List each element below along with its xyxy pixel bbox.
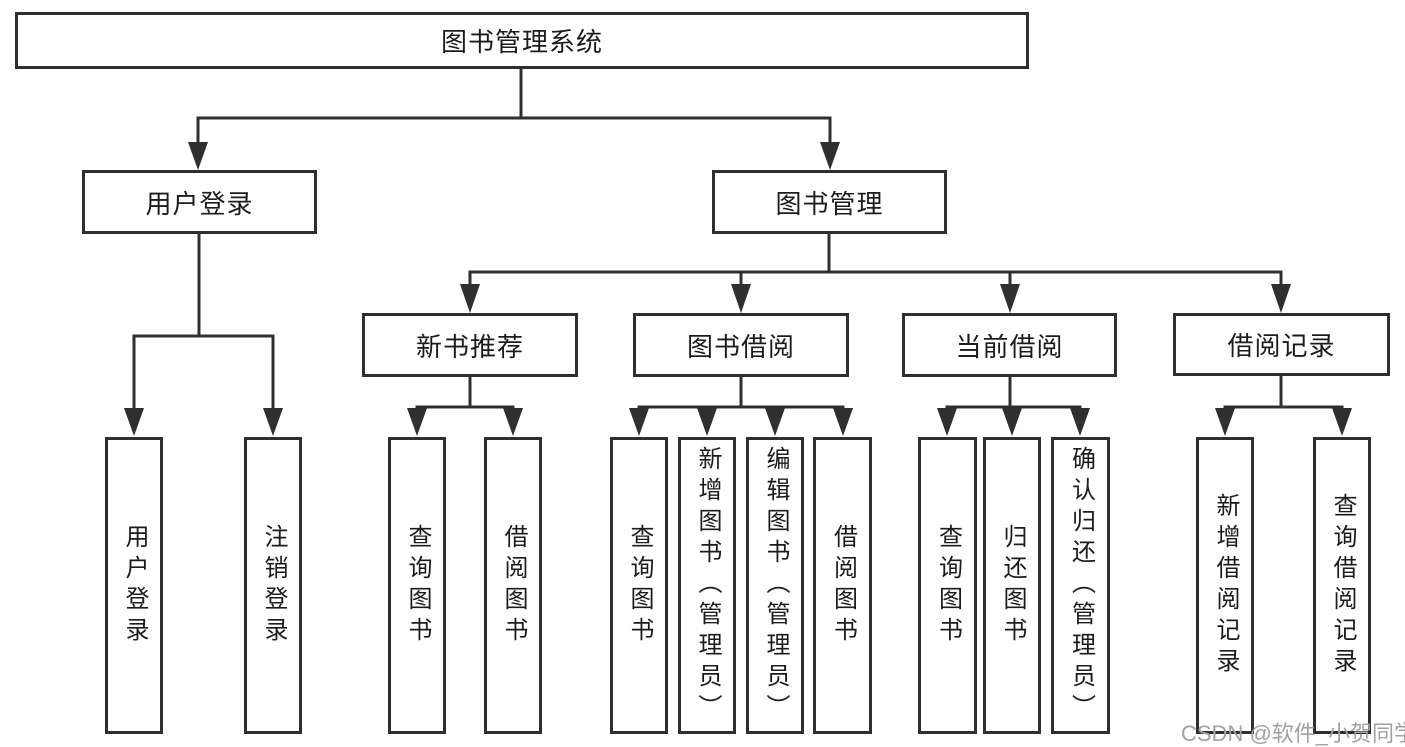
node-new-book-recommend: 新书推荐 bbox=[362, 313, 578, 377]
leaf-confirm-return-admin: 确认归还（管理员） bbox=[1051, 437, 1110, 734]
node-book-borrow: 图书借阅 bbox=[633, 313, 849, 377]
node-current-borrow: 当前借阅 bbox=[902, 313, 1117, 377]
leaf-add-book-admin: 新增图书（管理员） bbox=[678, 437, 736, 734]
leaf-query-book-current: 查询图书 bbox=[918, 437, 977, 734]
leaf-query-book-recommend-label: 查询图书 bbox=[404, 523, 431, 648]
leaf-edit-book-admin-label: 编辑图书（管理员） bbox=[762, 446, 789, 725]
leaf-user-login-label: 用户登录 bbox=[121, 523, 148, 648]
leaf-add-borrow-record-label: 新增借阅记录 bbox=[1212, 492, 1239, 679]
node-root: 图书管理系统 bbox=[15, 12, 1029, 69]
leaf-borrow-book: 借阅图书 bbox=[813, 437, 872, 734]
leaf-query-borrow-record: 查询借阅记录 bbox=[1313, 437, 1371, 734]
leaf-edit-book-admin: 编辑图书（管理员） bbox=[746, 437, 804, 734]
leaf-borrow-book-recommend: 借阅图书 bbox=[484, 437, 542, 734]
leaf-query-book-recommend: 查询图书 bbox=[388, 437, 446, 734]
node-user-login: 用户登录 bbox=[82, 170, 317, 234]
leaf-add-book-admin-label: 新增图书（管理员） bbox=[694, 446, 721, 725]
leaf-query-book-current-label: 查询图书 bbox=[934, 523, 962, 648]
leaf-return-book-label: 归还图书 bbox=[999, 523, 1026, 648]
leaf-return-book: 归还图书 bbox=[983, 437, 1041, 734]
leaf-user-login: 用户登录 bbox=[105, 437, 163, 734]
node-root-label: 图书管理系统 bbox=[440, 27, 603, 57]
node-user-login-label: 用户登录 bbox=[145, 188, 254, 219]
leaf-borrow-book-label: 借阅图书 bbox=[829, 523, 857, 648]
node-new-book-recommend-label: 新书推荐 bbox=[415, 331, 524, 362]
node-current-borrow-label: 当前借阅 bbox=[955, 331, 1064, 362]
leaf-query-book-borrow: 查询图书 bbox=[610, 437, 668, 734]
leaf-add-borrow-record: 新增借阅记录 bbox=[1196, 437, 1254, 734]
node-book-borrow-label: 图书借阅 bbox=[686, 331, 795, 362]
leaf-query-book-borrow-label: 查询图书 bbox=[626, 523, 653, 648]
leaf-logout-label: 注销登录 bbox=[260, 523, 287, 648]
leaf-confirm-return-admin-label: 确认归还（管理员） bbox=[1067, 446, 1095, 725]
node-book-management-label: 图书管理 bbox=[775, 188, 884, 219]
node-borrow-records-label: 借阅记录 bbox=[1227, 331, 1336, 361]
node-borrow-records: 借阅记录 bbox=[1173, 313, 1390, 376]
leaf-borrow-book-recommend-label: 借阅图书 bbox=[500, 523, 527, 648]
node-book-management: 图书管理 bbox=[712, 170, 947, 234]
leaf-query-borrow-record-label: 查询借阅记录 bbox=[1329, 492, 1356, 679]
leaf-logout: 注销登录 bbox=[244, 437, 302, 734]
watermark: CSDN @软件_小贺同学 bbox=[1181, 721, 1405, 746]
